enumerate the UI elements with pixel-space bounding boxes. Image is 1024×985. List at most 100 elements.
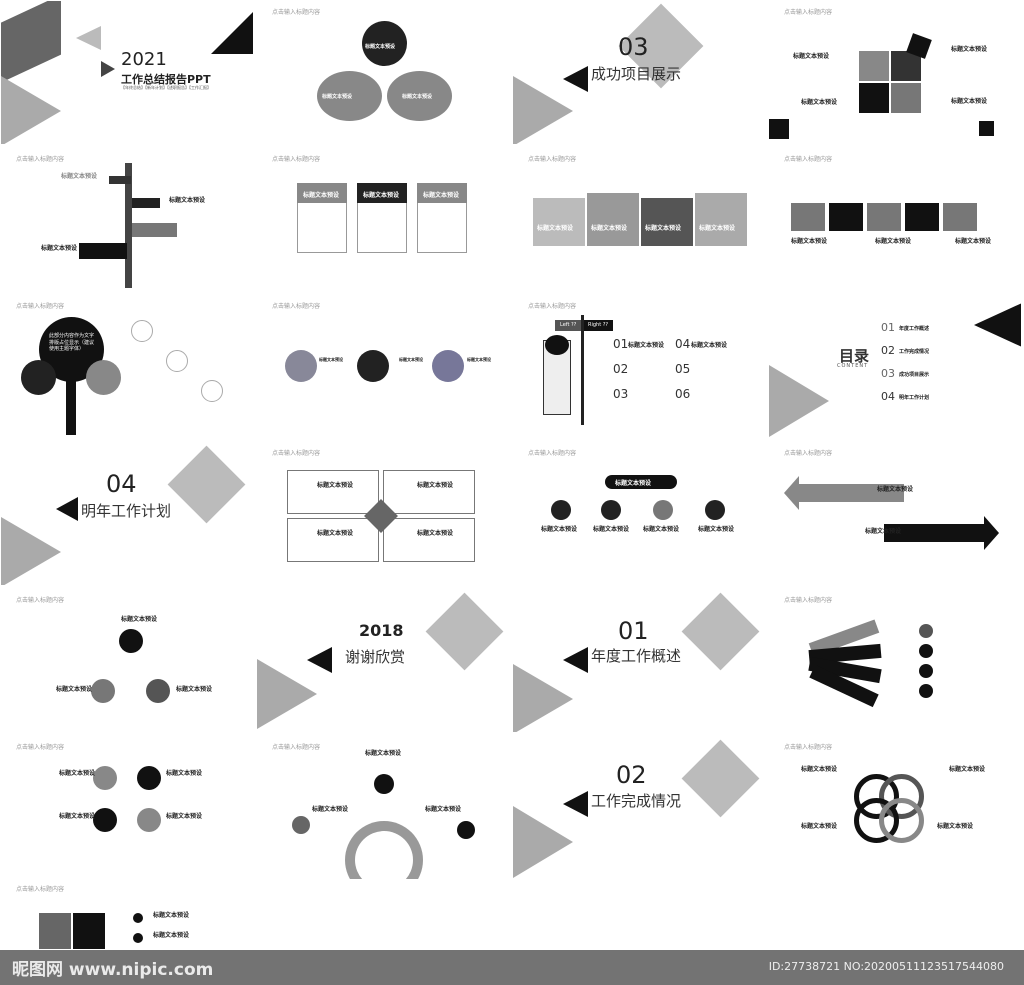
photo-title-3: 标题文本预设 [467,357,491,362]
puzzle-piece-3 [859,83,889,113]
hex-title-1: 标题文本预设 [541,526,578,533]
slide-zigzag[interactable]: 点击输入标题内容 标题文本预设 标题文本预设 标题文本预设 标题文本预设 [512,147,766,292]
hex-title-4: 标题文本预设 [698,526,735,533]
slide-section-01[interactable]: 01 年度工作概述 [512,588,766,733]
section-photo [681,592,760,671]
slide-cycle[interactable]: 点击输入标题内容 标题文本预设 标题文本预设 标题文本预设 [0,588,254,733]
person-title-1: 标题文本预设 [628,342,665,349]
arrow-triangle [101,61,115,77]
card-title-2: 标题文本预设 [363,192,400,199]
thanks-year: 2018 [359,621,404,640]
gray-triangle [1,76,61,144]
slide-four-circles[interactable]: 点击输入标题内容 标题文本预设 标题文本预设 标题文本预设 标题文本预设 [0,735,254,880]
slide-header: 点击输入标题内容 [272,744,321,751]
slide-cards[interactable]: 点击输入标题内容 标题文本预设 标题文本预设 标题文本预设 [256,147,510,292]
toc-label-3[interactable]: 成功项目展示 [899,372,930,378]
toc-num-2: 02 [881,344,895,357]
slide-header: 点击输入标题内容 [272,9,321,16]
arrow-right-head [984,516,999,550]
slide-header: 点击输入标题内容 [528,303,577,310]
slide-circles[interactable]: 点击输入标题内容 标题文本预设 标题文本预设 标题文本预设 [256,0,510,145]
sign-3 [132,223,177,237]
slide-toc[interactable]: 目录 CONTENT 01 年度工作概述 02 工作完成情况 03 成功项目展示… [768,294,1022,439]
slide-arrows[interactable]: 点击输入标题内容 标题文本预设 标题文本预设 [768,441,1022,586]
slide-fan[interactable]: 点击输入标题内容 [768,588,1022,733]
slide-title[interactable]: 2021 工作总结报告PPT 【年终总结】【新年计划】【述职报告】【工作汇报】 [0,0,254,145]
photo-title-2: 标题文本预设 [399,357,423,362]
black-triangle [307,647,332,673]
slide-steps[interactable]: 点击输入标题内容 标题文本预设 标题文本预设 标题文本预设 [768,147,1022,292]
slide-section-03[interactable]: 03 成功项目展示 [512,0,766,145]
circle-left [317,71,382,121]
watermark-logo: 昵图网 www.nipic.com [12,960,214,980]
slide-signpost[interactable]: 点击输入标题内容 标题文本预设 标题文本预设 标题文本预设 [0,147,254,292]
slide-header: 点击输入标题内容 [784,450,833,457]
puzzle-piece-7 [979,121,994,136]
tree-trunk [66,380,76,435]
toc-label-4[interactable]: 明年工作计划 [899,395,930,401]
zigzag-title-4: 标题文本预设 [699,225,736,232]
circle-top [362,21,407,66]
card-title-1: 标题文本预设 [303,192,340,199]
sign-left [555,320,583,331]
signpost-title-3: 标题文本预设 [41,245,78,252]
gray-triangle [513,806,573,878]
puzzle-title-2: 标题文本预设 [951,46,988,53]
list-dot-2 [133,933,143,943]
zigzag-block-3 [641,198,693,246]
section-title: 成功项目展示 [591,65,682,83]
slide-puzzle[interactable]: 点击输入标题内容 标题文本预设 标题文本预设 标题文本预设 标题文本预设 [768,0,1022,145]
title-text: 工作总结报告PPT [121,73,211,86]
slide-section-02[interactable]: 02 工作完成情况 [512,735,766,880]
circle-left-title: 标题文本预设 [322,94,353,100]
cover-photo [1,1,61,88]
section-number: 04 [106,470,137,498]
photo-circle-2 [357,350,389,382]
slide-photo-circles[interactable]: 点击输入标题内容 标题文本预设 标题文本预设 标题文本预设 [256,294,510,439]
slide-header: 点击输入标题内容 [16,597,65,604]
semicircle-node-right [457,821,475,839]
hex-title-3: 标题文本预设 [643,526,680,533]
hex-1 [551,500,571,520]
section-photo [167,445,246,524]
slide-person[interactable]: 点击输入标题内容 Left ?? Right ?? 01 02 03 04 05… [512,294,766,439]
circle-top-title: 标题文本预设 [365,44,396,50]
black-triangle [974,303,1021,347]
slide-header: 点击输入标题内容 [16,156,65,163]
title-tags: 【年终总结】【新年计划】【述职报告】【工作汇报】 [121,85,211,90]
puzzle-title-1: 标题文本预设 [793,53,830,60]
quad-title-2: 标题文本预设 [417,482,454,489]
photo-title-1: 标题文本预设 [319,357,343,362]
slide-header: 点击输入标题内容 [16,886,65,893]
tree-text: 此部分内容作为文字排版占位显示（建议使用主题字体） [49,333,95,352]
slide-header: 点击输入标题内容 [16,303,65,310]
zigzag-block-4 [695,193,747,246]
slide-venn[interactable]: 点击输入标题内容 标题文本预设 标题文本预设 标题文本预设 标题文本预设 [768,735,1022,880]
semicircle-node-left [292,816,310,834]
slide-tree[interactable]: 点击输入标题内容 此部分内容作为文字排版占位显示（建议使用主题字体） [0,294,254,439]
small-triangle [76,26,101,50]
puzzle-piece-1 [859,51,889,81]
slide-grid-list[interactable]: 点击输入标题内容 标题文本预设 标题文本预设 [0,877,254,950]
slide-semicircle[interactable]: 点击输入标题内容 标题文本预设 标题文本预设 标题文本预设 [256,735,510,880]
thanks-photo [425,592,504,671]
slide-hexagons[interactable]: 点击输入标题内容 标题文本预设 标题文本预设 标题文本预设 标题文本预设 标题文… [512,441,766,586]
circle-right-title: 标题文本预设 [402,94,433,100]
sign-left-text: Left ?? [560,322,577,328]
quad-title-3: 标题文本预设 [317,530,354,537]
toc-label-2[interactable]: 工作完成情况 [899,349,930,355]
card-2-head [357,183,407,203]
cycle-title-3: 标题文本预设 [56,686,93,693]
person-title-4: 标题文本预设 [691,342,728,349]
toc-label-1[interactable]: 年度工作概述 [899,326,930,332]
fan-icon-3 [919,664,933,678]
slide-thanks[interactable]: 2018 谢谢欣赏 [256,588,510,733]
card-3-head [417,183,467,203]
quad-circle-title-2: 标题文本预设 [166,770,203,777]
slide-quad[interactable]: 点击输入标题内容 标题文本预设 标题文本预设 标题文本预设 标题文本预设 [256,441,510,586]
zigzag-block-2 [587,193,639,246]
tree-icon-circle-3 [201,380,223,402]
slide-header: 点击输入标题内容 [784,156,833,163]
slide-section-04[interactable]: 04 明年工作计划 [0,441,254,586]
person-head [545,335,569,355]
